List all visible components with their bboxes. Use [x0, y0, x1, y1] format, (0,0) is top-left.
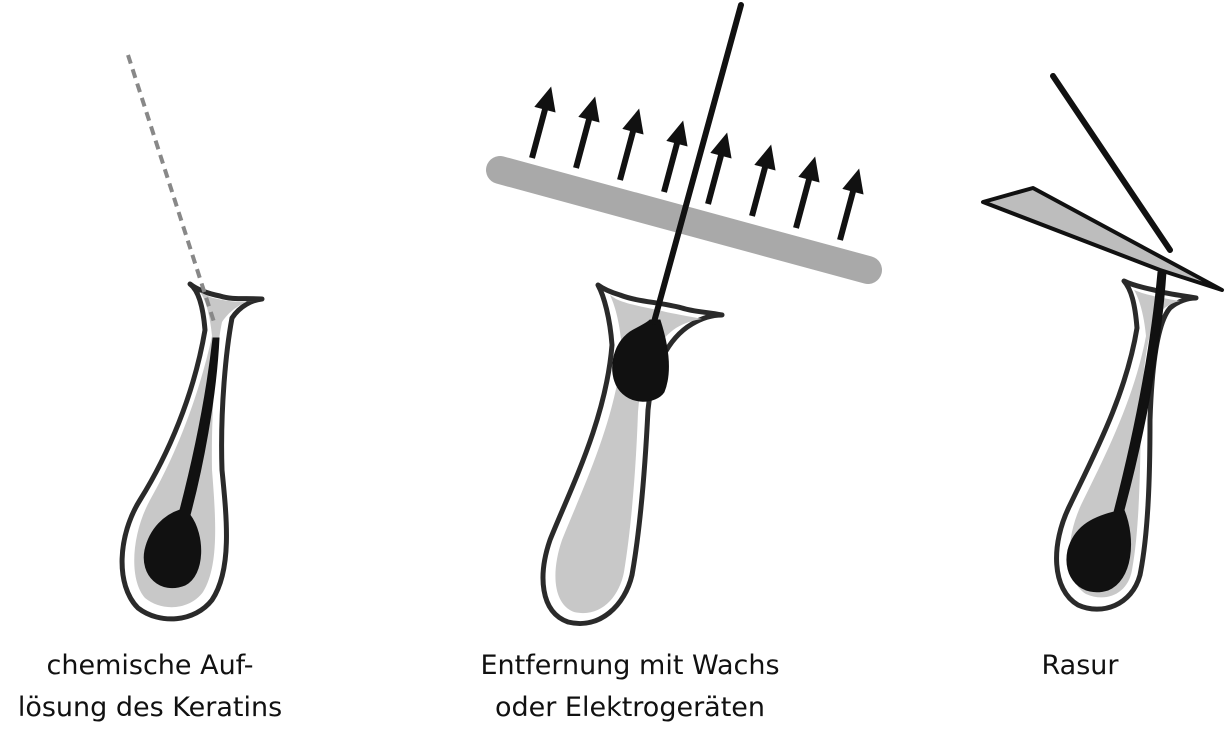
- caption-wax-line-2: oder Elektrogeräten: [494, 692, 766, 723]
- caption-chemical-line-2: lösung des Keratins: [17, 692, 283, 723]
- caption-shave-line-1: Rasur: [1041, 650, 1119, 681]
- cut-hair-shaft: [1050, 73, 1173, 253]
- arrow-up-icon: [749, 144, 776, 217]
- hair-bulb-wax: [612, 319, 669, 402]
- caption-chemical: chemische Auf- lösung des Keratins: [0, 645, 300, 729]
- arrow-up-icon: [837, 168, 864, 241]
- panel-wax: [486, 2, 882, 626]
- hair-bulb-chemical: [143, 337, 220, 588]
- arrow-up-icon: [529, 86, 556, 159]
- arrow-up-icon: [661, 120, 688, 193]
- dissolved-hair-shaft: [126, 54, 216, 323]
- razor-blade: [981, 186, 1224, 292]
- panel-chemical: [119, 54, 265, 622]
- follicle-inner-wax: [555, 295, 702, 614]
- arrow-up-icon: [793, 156, 820, 229]
- arrow-up-icon: [573, 96, 600, 169]
- hair-shaft-wax: [651, 2, 744, 325]
- caption-chemical-line-1: chemische Auf-: [46, 650, 254, 681]
- panel-shave: [981, 73, 1224, 612]
- arrow-up-icon: [617, 108, 644, 181]
- arrow-up-icon: [705, 132, 732, 205]
- hair-bulb-shave: [1066, 271, 1167, 593]
- pull-arrows: [529, 86, 864, 241]
- caption-shave: Rasur: [1000, 645, 1160, 687]
- caption-wax-line-1: Entfernung mit Wachs: [480, 650, 780, 681]
- caption-wax: Entfernung mit Wachs oder Elektrogeräten: [440, 645, 820, 729]
